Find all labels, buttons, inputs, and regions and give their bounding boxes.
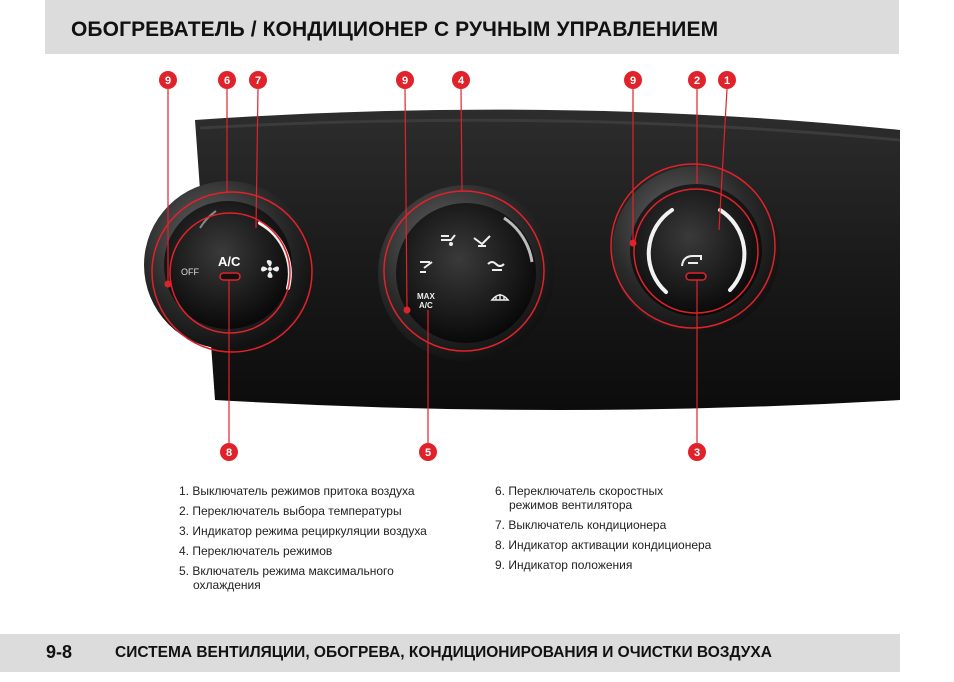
callout-4: 4 — [458, 75, 465, 87]
leader-dots — [164, 239, 637, 314]
ring-fan-knob — [151, 191, 313, 353]
legend-item: 3. Индикатор режима рециркуляции воздуха — [179, 524, 427, 538]
page-footer: 9-8 СИСТЕМА ВЕНТИЛЯЦИИ, ОБОГРЕВА, КОНДИЦ… — [0, 634, 900, 672]
vent-floor-defrost-icon — [487, 261, 505, 271]
callout-8: 8 — [226, 447, 232, 459]
vent-floor-icon — [420, 261, 433, 273]
fan-icon — [261, 260, 279, 278]
legend-item: 4. Переключатель режимов — [179, 544, 333, 558]
callout-9-right: 9 — [630, 75, 636, 87]
callout-6: 6 — [224, 75, 230, 87]
ac-indicator — [219, 272, 241, 281]
max-ac-label: A/C — [419, 301, 433, 310]
ring-mode-knob — [383, 190, 545, 352]
ring-fan-inner — [169, 212, 291, 334]
ring-temp-inner — [633, 188, 759, 314]
control-panel-figure: OFF A/C MAX A/C — [144, 71, 901, 461]
legend-item: 2. Переключатель выбора температуры — [179, 504, 402, 518]
callout-5: 5 — [425, 447, 431, 459]
legend-item: 8. Индикатор активации кондиционера — [495, 538, 712, 552]
legend-item: 1. Выключатель режимов притока воздуха — [179, 484, 415, 498]
legend-item: 7. Выключатель кондиционера — [495, 518, 667, 532]
section-title: СИСТЕМА ВЕНТИЛЯЦИИ, ОБОГРЕВА, КОНДИЦИОНИ… — [115, 644, 772, 661]
leader-lines — [167, 88, 728, 443]
defrost-icon — [490, 294, 510, 301]
callout-7: 7 — [255, 75, 261, 87]
callout-badges: 9 6 7 8 9 4 5 9 2 1 3 — [159, 71, 736, 461]
legend-item: 9. Индикатор положения — [495, 558, 633, 572]
fan-speed-knob[interactable] — [144, 181, 312, 349]
mode-selector-knob[interactable] — [378, 185, 554, 361]
ac-label: A/C — [218, 254, 241, 269]
legend-left: 1. Выключатель режимов притока воздуха 2… — [179, 484, 469, 598]
recirculation-indicator — [685, 272, 707, 281]
ring-temp-knob — [610, 163, 776, 329]
temperature-knob[interactable] — [612, 166, 780, 334]
vent-face-icon — [441, 234, 456, 246]
max-label: MAX — [417, 292, 435, 301]
recirculation-icon — [681, 255, 702, 267]
callout-2: 2 — [694, 75, 700, 87]
off-label: OFF — [181, 267, 199, 277]
callout-9-mid: 9 — [402, 75, 408, 87]
page-title: ОБОГРЕВАТЕЛЬ / КОНДИЦИОНЕР С РУЧНЫМ УПРА… — [71, 18, 719, 41]
vent-bilevel-icon — [473, 235, 491, 247]
callout-1: 1 — [724, 75, 730, 87]
callout-9-left: 9 — [165, 75, 171, 87]
page-header: ОБОГРЕВАТЕЛЬ / КОНДИЦИОНЕР С РУЧНЫМ УПРА… — [45, 0, 899, 54]
page-number: 9-8 — [46, 642, 73, 662]
callout-3: 3 — [694, 447, 700, 459]
